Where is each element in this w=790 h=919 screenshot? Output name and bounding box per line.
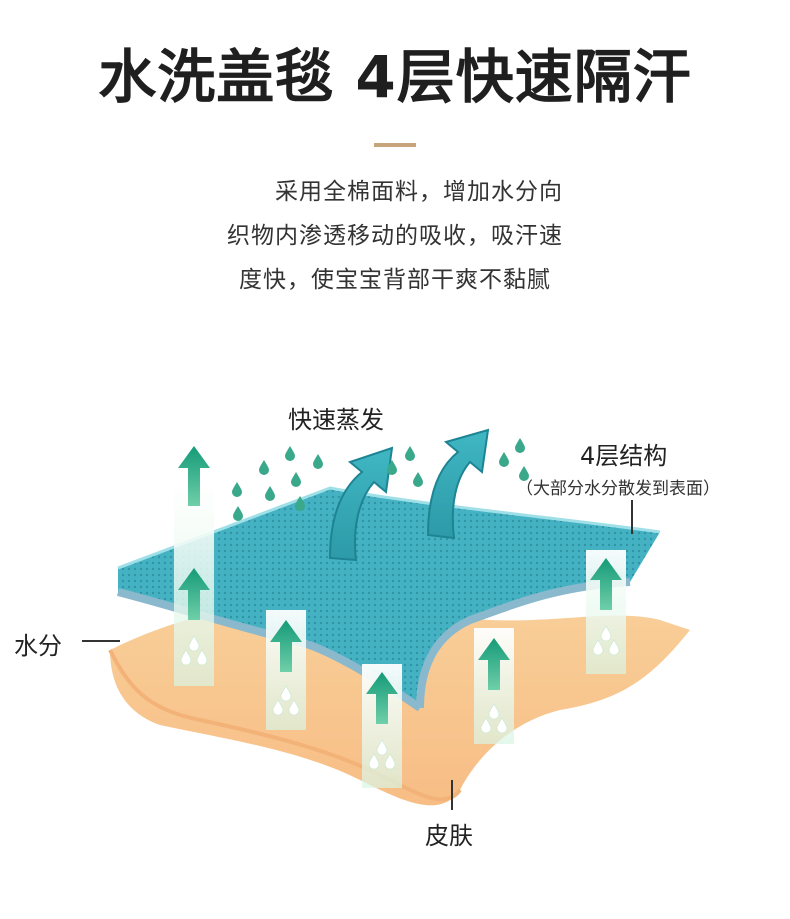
- moisture-channel: [174, 446, 214, 686]
- up-arrow-icon: [366, 672, 398, 724]
- page-title: 水洗盖毯 4层快速隔汗: [98, 43, 692, 111]
- description-line-1: 采用全棉面料，增加水分向: [275, 179, 563, 205]
- up-arrow-icon: [478, 638, 510, 690]
- up-arrow-icon: [270, 620, 302, 672]
- description-line-2: 织物内渗透移动的吸收，吸汗速: [227, 223, 563, 249]
- structure-note: （大部分水分散发到表面）: [516, 479, 720, 499]
- title-divider: [374, 143, 416, 147]
- water-drop-icon: [232, 438, 529, 521]
- curved-arrow-icon: [426, 428, 490, 540]
- moisture-channel: [362, 664, 402, 788]
- moisture-channel: [474, 628, 514, 744]
- layer-diagram: 快速蒸发 4层结构 （大部分水分散发到表面） 水分 皮肤: [0, 320, 790, 915]
- structure-label: 4层结构: [580, 442, 668, 470]
- description-line-3: 度快，使宝宝背部干爽不黏腻: [239, 267, 551, 293]
- moisture-channel: [266, 610, 306, 730]
- skin-label: 皮肤: [425, 822, 473, 850]
- evaporate-label: 快速蒸发: [288, 406, 384, 434]
- layer-illustration: [82, 428, 690, 810]
- moisture-label: 水分: [14, 632, 62, 660]
- up-arrow-icon: [178, 446, 210, 506]
- moisture-channel: [586, 550, 626, 674]
- up-arrow-icon: [590, 558, 622, 610]
- up-arrow-icon: [178, 568, 210, 620]
